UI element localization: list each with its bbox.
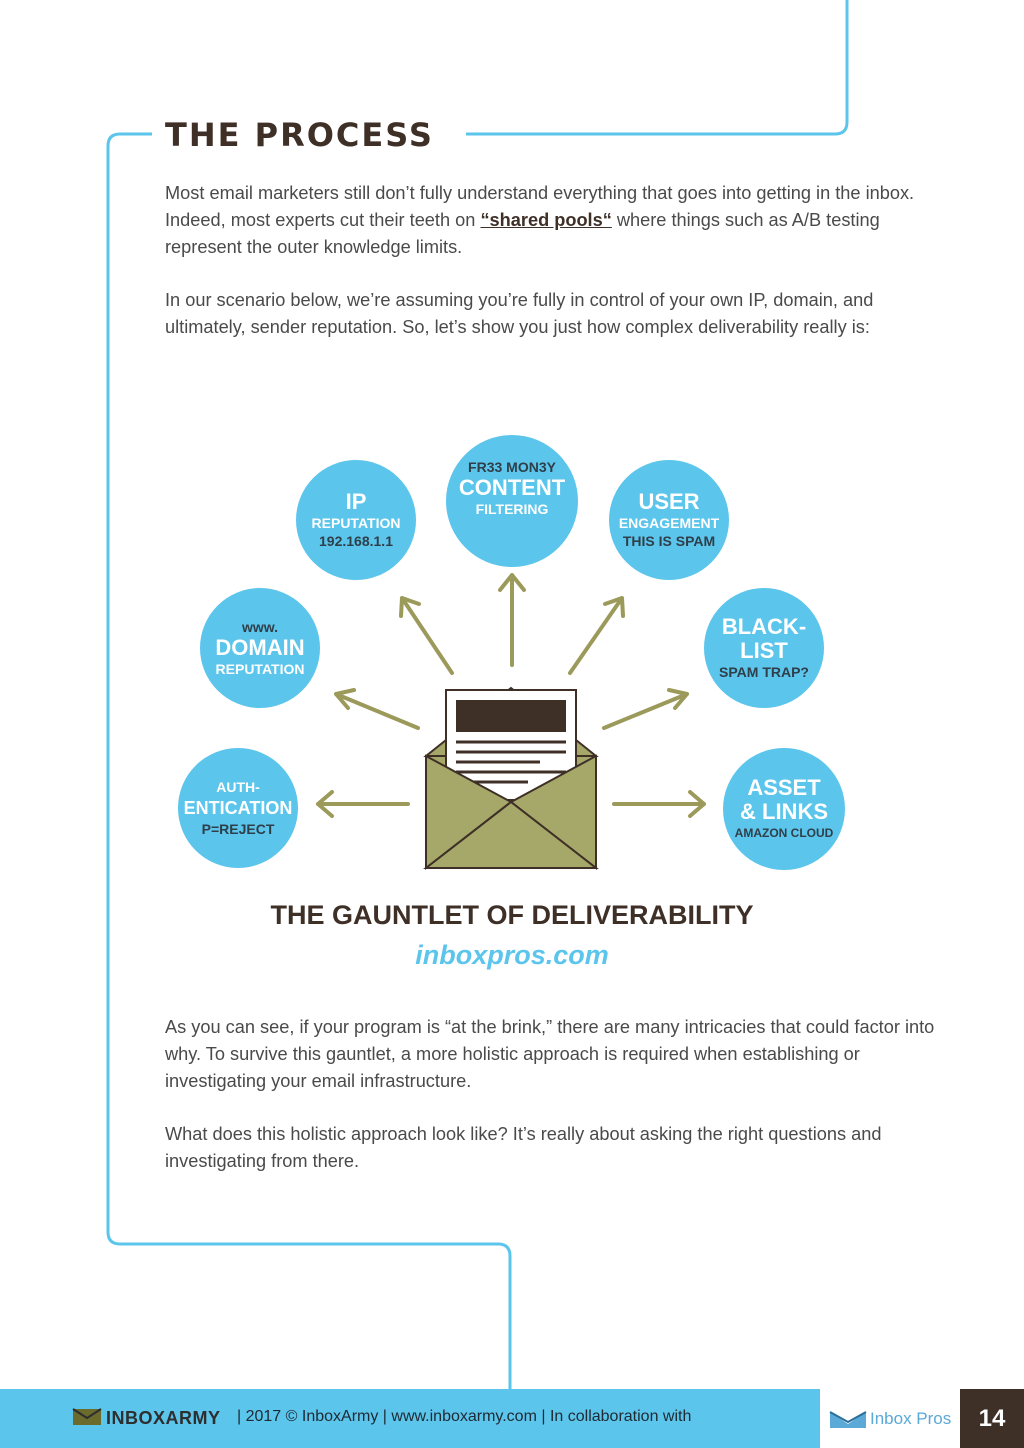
- inbox-pros-logo-text[interactable]: Inbox Pros: [870, 1409, 952, 1428]
- conclusion-paragraph: As you can see, if your program is “at t…: [165, 1017, 935, 1091]
- asset-links-circle: ASSET & LINKS AMAZON CLOUD: [723, 748, 845, 870]
- intro-paragraph: Most email marketers still don’t fully u…: [165, 183, 915, 257]
- scenario-paragraph: In our scenario below, we’re assuming yo…: [165, 290, 874, 337]
- ip-reputation-circle: IP REPUTATION 192.168.1.1: [296, 460, 416, 580]
- diagram-title: THE GAUNTLET OF DELIVERABILITY: [270, 900, 754, 930]
- blacklist-circle: BLACK- LIST SPAM TRAP?: [704, 588, 824, 708]
- page-footer: INBOXARMY | 2017 © InboxArmy | www.inbox…: [0, 1389, 1024, 1448]
- user-engagement-circle: USER ENGAGEMENT THIS IS SPAM: [609, 460, 729, 580]
- footer-credits: | 2017 © InboxArmy | www.inboxarmy.com |…: [237, 1408, 692, 1425]
- domain-reputation-circle: www. DOMAIN REPUTATION: [200, 588, 320, 708]
- shared-pools-link[interactable]: “shared pools“: [480, 210, 612, 230]
- inboxarmy-logo[interactable]: INBOXARMY: [106, 1408, 221, 1428]
- diagram-source-link[interactable]: inboxpros.com: [415, 940, 609, 970]
- partner-logo-box: [820, 1389, 960, 1448]
- closing-paragraph: What does this holistic approach look li…: [165, 1124, 882, 1171]
- envelope-logo-icon: [72, 1408, 102, 1425]
- envelope-icon: [423, 686, 599, 871]
- page-title: THE PROCESS: [165, 116, 434, 154]
- arrows: [316, 573, 706, 818]
- page-number: 14: [960, 1389, 1024, 1448]
- inbox-pros-logo-icon: [829, 1411, 867, 1428]
- authentication-circle: AUTH- ENTICATION P=REJECT: [178, 748, 298, 868]
- content-filtering-circle: FR33 MON3Y CONTENT FILTERING: [446, 435, 578, 567]
